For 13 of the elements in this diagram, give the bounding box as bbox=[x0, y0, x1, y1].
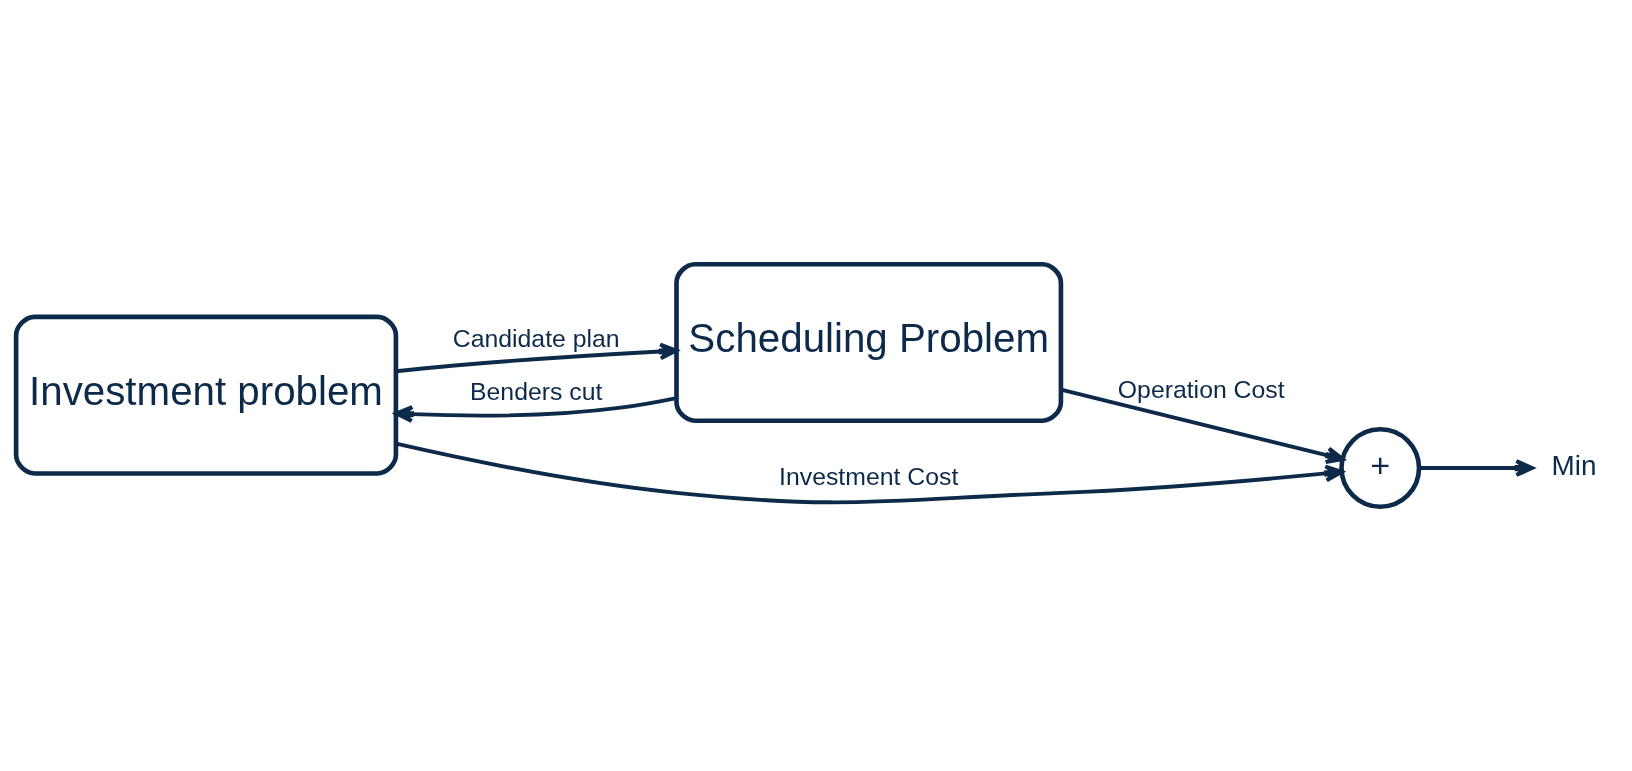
arrow bbox=[395, 342, 679, 374]
arrow bbox=[1060, 387, 1345, 465]
edge-label: Investment Cost bbox=[779, 462, 959, 490]
node-box: Investment problem bbox=[13, 314, 399, 476]
edge-label: Candidate plan bbox=[452, 324, 620, 352]
arrow bbox=[1419, 459, 1534, 477]
arrow bbox=[395, 441, 1344, 505]
node-box: Scheduling Problem bbox=[674, 261, 1064, 424]
edge-label: Benders cut bbox=[470, 377, 603, 405]
edge-label: Operation Cost bbox=[1117, 375, 1285, 403]
arrow bbox=[394, 396, 677, 424]
node-text: Min bbox=[1551, 449, 1597, 481]
node-circle: + bbox=[1339, 426, 1422, 510]
